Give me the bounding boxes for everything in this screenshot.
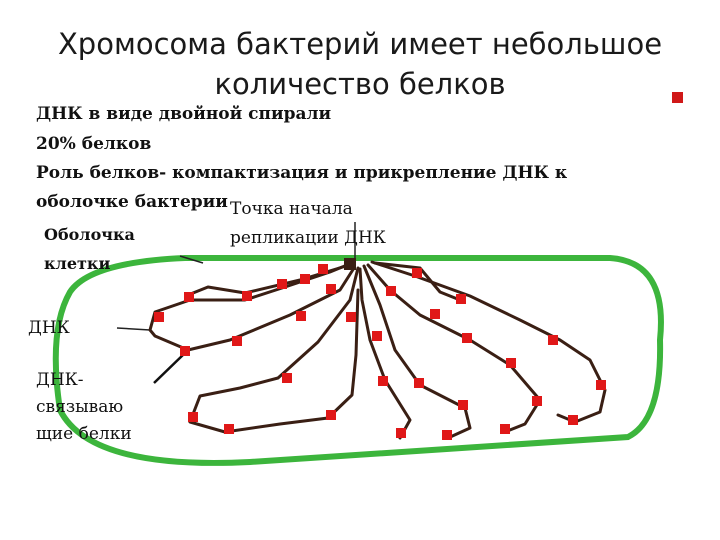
protein-square — [500, 424, 510, 434]
protein-square — [277, 279, 287, 289]
binding-protein-pointer-line — [154, 353, 185, 383]
protein-square — [462, 333, 472, 343]
protein-square — [344, 258, 356, 270]
protein-square — [548, 335, 558, 345]
protein-square — [456, 294, 466, 304]
origin-label-line-1: Точка начала — [230, 199, 353, 219]
binding-protein-label-line-3: щие белки — [36, 424, 132, 444]
protein-square — [568, 415, 578, 425]
protein-square — [180, 346, 190, 356]
protein-square — [396, 428, 406, 438]
protein-square — [346, 312, 356, 322]
protein-square — [378, 376, 388, 386]
protein-square — [412, 268, 422, 278]
binding-protein-label-line-2: связываю — [36, 397, 123, 417]
dna-loop — [372, 262, 605, 422]
protein-square — [224, 424, 234, 434]
membrane-label-line-2: клетки — [44, 254, 110, 273]
dna-label: ДНК — [28, 318, 70, 338]
protein-square — [506, 358, 516, 368]
protein-square — [372, 331, 382, 341]
protein-square — [532, 396, 542, 406]
dna-loop — [360, 269, 410, 438]
protein-square — [430, 309, 440, 319]
membrane-label-line-1: Оболочка — [44, 225, 135, 244]
protein-square — [296, 311, 306, 321]
protein-square — [318, 264, 328, 274]
protein-square — [282, 373, 292, 383]
dna-binding-proteins — [154, 258, 606, 440]
protein-square — [242, 291, 252, 301]
dna-loops — [150, 262, 605, 438]
protein-square — [442, 430, 452, 440]
protein-square — [326, 410, 336, 420]
protein-square — [458, 400, 468, 410]
dna-pointer-line — [117, 328, 150, 330]
binding-protein-label-line-1: ДНК- — [36, 370, 84, 390]
protein-square — [184, 292, 194, 302]
protein-square — [386, 286, 396, 296]
protein-square — [232, 336, 242, 346]
protein-square — [188, 412, 198, 422]
protein-square — [154, 312, 164, 322]
protein-square — [596, 380, 606, 390]
protein-square — [414, 378, 424, 388]
protein-square — [326, 284, 336, 294]
protein-square — [300, 274, 310, 284]
origin-label-line-2: репликации ДНК — [230, 228, 386, 248]
